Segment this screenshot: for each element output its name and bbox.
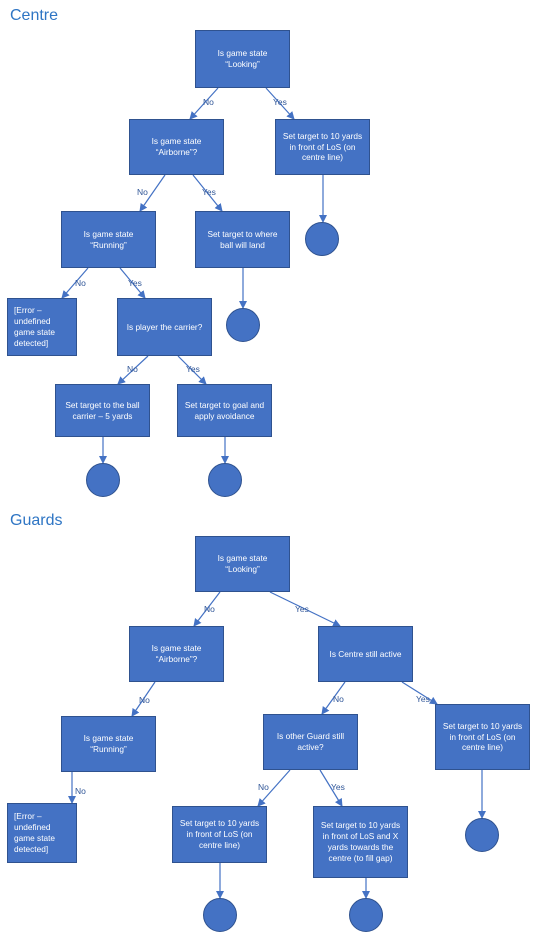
centre-end-node-carrier [86,463,120,497]
centre-decision-looking: Is game state “Looking” [195,30,290,88]
guards-label-other-yes: Yes [331,782,345,792]
centre-decision-running: Is game state “Running” [61,211,156,268]
centre-label-looking-no: No [203,97,214,107]
guards-action-target-los-right: Set target to 10 yards in front of LoS (… [435,704,530,770]
centre-decision-carrier: Is player the carrier? [117,298,212,356]
centre-end-node-goal [208,463,242,497]
centre-label-carrier-yes: Yes [186,364,200,374]
guards-label-airborne-no: No [139,695,150,705]
guards-section-title: Guards [10,512,63,529]
guards-label-running-no: No [75,786,86,796]
guards-decision-other-guard: Is other Guard still active? [263,714,358,770]
centre-section-title: Centre [10,7,59,24]
guards-label-centre-yes: Yes [416,694,430,704]
centre-label-airborne-yes: Yes [202,187,216,197]
centre-label-looking-yes: Yes [273,97,287,107]
guards-label-looking-yes: Yes [295,604,309,614]
centre-label-carrier-no: No [127,364,138,374]
centre-label-running-yes: Yes [128,278,142,288]
centre-action-target-los: Set target to 10 yards in front of LoS (… [275,119,370,175]
centre-error-undefined-state: [Error – undefined game state detected] [7,298,77,356]
centre-action-ball-land: Set target to where ball will land [195,211,290,268]
guards-end-node-target-los [203,898,237,932]
guards-error-undefined-state: [Error – undefined game state detected] [7,803,77,863]
centre-end-node-ball-land [226,308,260,342]
guards-label-other-no: No [258,782,269,792]
guards-action-fill-gap: Set target to 10 yards in front of LoS a… [313,806,408,878]
guards-decision-centre-active: Is Centre still active [318,626,413,682]
centre-action-goal-avoidance: Set target to goal and apply avoidance [177,384,272,437]
centre-decision-airborne: Is game state “Airborne”? [129,119,224,175]
guards-label-looking-no: No [204,604,215,614]
guards-end-node-target-los-right [465,818,499,852]
guards-decision-running: Is game state “Running” [61,716,156,772]
guards-label-centre-no: No [333,694,344,704]
centre-action-carrier-minus-5: Set target to the ball carrier – 5 yards [55,384,150,437]
centre-label-airborne-no: No [137,187,148,197]
guards-decision-airborne: Is game state “Airborne”? [129,626,224,682]
centre-end-node-target-los [305,222,339,256]
centre-label-running-no: No [75,278,86,288]
guards-decision-looking: Is game state “Looking” [195,536,290,592]
guards-action-target-los: Set target to 10 yards in front of LoS (… [172,806,267,863]
guards-end-node-fill-gap [349,898,383,932]
